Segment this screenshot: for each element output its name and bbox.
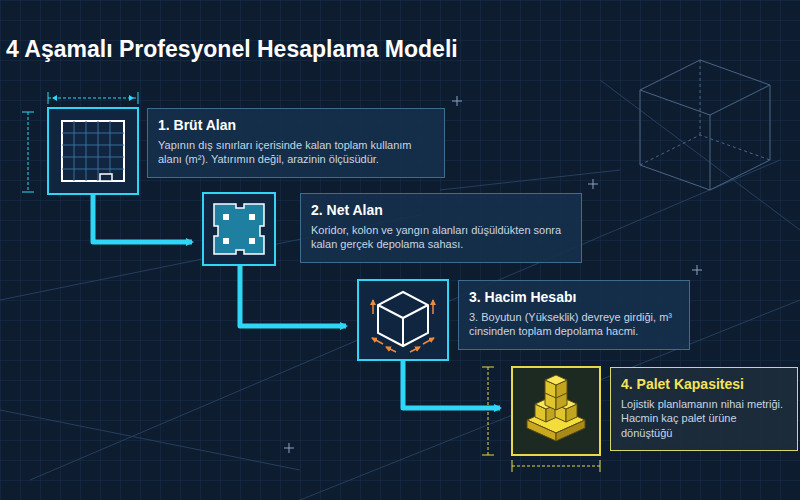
step-description: Yapının dış sınırları içerisinde kalan t… xyxy=(158,138,434,167)
step-heading: 2. Net Alan xyxy=(311,202,571,218)
diagram-title: 4 Aşamalı Profesyonel Hesaplama Modeli xyxy=(6,36,458,63)
step-box: 1. Brüt AlanYapının dış sınırları içeris… xyxy=(147,108,445,178)
step-heading: 1. Brüt Alan xyxy=(158,117,434,133)
step-description: Koridor, kolon ve yangın alanları düşüld… xyxy=(311,223,571,252)
step-heading: 3. Hacim Hesabı xyxy=(469,289,679,305)
step-description: Lojistik planlamanın nihai metriği. Hacm… xyxy=(621,397,787,440)
step-box: 2. Net AlanKoridor, kolon ve yangın alan… xyxy=(300,193,582,263)
step-heading: 4. Palet Kapasitesi xyxy=(621,376,787,392)
step-box: 3. Hacim Hesabı 3. Boyutun (Yükseklik) de… xyxy=(458,280,690,350)
step-description: 3. Boyutun (Yükseklik) devreye girdiği, … xyxy=(469,310,679,339)
step-box: 4. Palet KapasitesiLojistik planlamanın … xyxy=(610,367,798,451)
